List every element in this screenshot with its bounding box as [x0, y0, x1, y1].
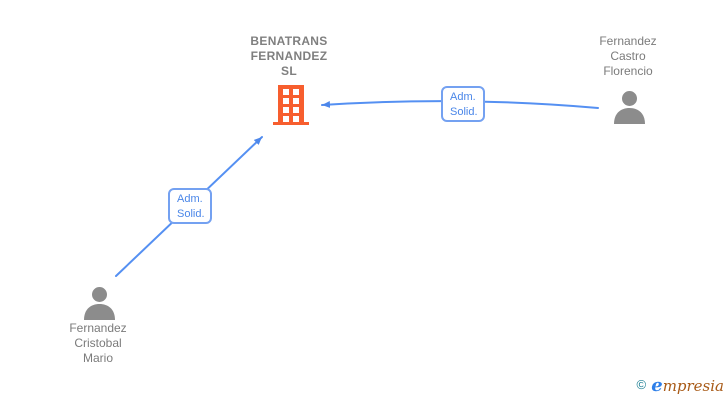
person-icon[interactable]: [81, 285, 118, 321]
person-right-name-line: Castro: [610, 49, 646, 63]
company-name[interactable]: BENATRANS FERNANDEZ SL: [229, 34, 349, 79]
company-name-line: BENATRANS: [250, 34, 328, 48]
person-right-name-line: Fernandez: [599, 34, 657, 48]
edge-label-right-adm-solid[interactable]: Adm. Solid.: [441, 86, 485, 122]
edge-label-line: Solid.: [450, 106, 478, 118]
person-icon[interactable]: [611, 89, 648, 125]
edge-label-line: Adm.: [450, 91, 476, 103]
edge-label-left-adm-solid[interactable]: Adm. Solid.: [168, 188, 212, 224]
company-name-line: SL: [281, 64, 297, 78]
person-right-name-line: Florencio: [603, 64, 653, 78]
empresia-brand-initial: e: [651, 375, 663, 396]
person-right-name[interactable]: Fernandez Castro Florencio: [578, 34, 678, 79]
empresia-logo: © empresia: [637, 375, 724, 396]
empresia-brand-rest: mpresia: [662, 377, 724, 395]
person-left-name-line: Cristobal: [74, 336, 122, 350]
edge-label-line: Solid.: [177, 208, 205, 220]
copyright-symbol: ©: [636, 377, 647, 392]
person-left-name[interactable]: Fernandez Cristobal Mario: [48, 321, 148, 366]
building-icon[interactable]: [273, 85, 309, 125]
person-left-name-line: Fernandez: [69, 321, 127, 335]
company-name-line: FERNANDEZ: [250, 49, 328, 63]
edge-label-line: Adm.: [177, 193, 203, 205]
person-left-name-line: Mario: [82, 351, 113, 365]
